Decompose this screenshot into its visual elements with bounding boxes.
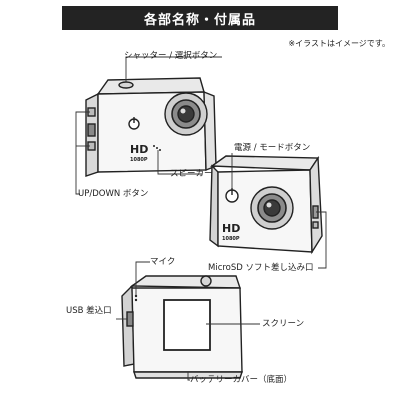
label-shutter: シャッター / 選択ボタン <box>124 51 218 61</box>
camera-front-2 <box>209 155 323 255</box>
page-title: 各部名称・付属品 <box>62 6 338 30</box>
camera-front-1 <box>85 77 217 177</box>
res-text-2: 1080P <box>222 236 240 242</box>
hd-text-2: HD <box>222 222 240 235</box>
shutter-button-1 <box>118 81 134 89</box>
res-text-1: 1080P <box>130 157 148 163</box>
camera-back <box>121 275 243 379</box>
label-microsd: MicroSD ソフト差し込み口 <box>208 263 314 273</box>
illustration-note: ※イラストはイメージです。 <box>288 39 390 48</box>
label-updown: UP/DOWN ボタン <box>78 189 149 199</box>
label-power: 電源 / モードボタン <box>234 143 311 153</box>
label-battery: バッテリーカバー（底面） <box>190 375 293 385</box>
label-usb: USB 差込口 <box>66 306 112 316</box>
label-speaker: スピーカー <box>170 169 213 179</box>
side-slot <box>87 123 96 137</box>
hd-text-1: HD <box>130 143 148 156</box>
label-screen: スクリーン <box>262 319 305 329</box>
usb-port <box>126 311 134 327</box>
label-mic: マイク <box>150 257 176 267</box>
leader-lines <box>75 56 327 381</box>
screen <box>163 299 211 351</box>
